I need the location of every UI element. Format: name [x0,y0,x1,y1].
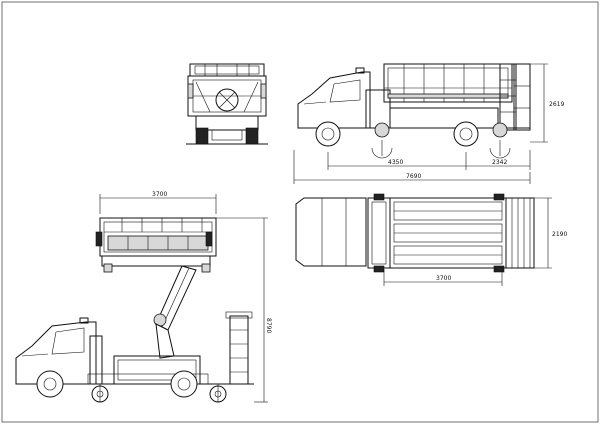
rear-view [186,63,268,145]
dim-plan-width: 2190 [552,231,567,238]
plan-view [295,193,535,273]
raised-side-view [15,217,254,403]
dim-raised-height: 8790 [265,318,272,333]
dim-plan-platform-length: 3700 [436,275,451,282]
plan-view-dimensions: 2190 3700 [383,197,567,286]
side-view-dimensions: 2619 4350 2342 7690 [293,63,564,184]
dim-rear-overhang: 2342 [492,159,507,166]
raised-view-dimensions: 3700 8790 [99,191,272,403]
dim-wheelbase: 4350 [388,159,403,166]
dim-total-length: 7690 [406,173,421,180]
dim-front-height: 2619 [549,101,564,108]
side-view-stowed [297,63,531,159]
dim-platform-width-top: 3700 [152,191,167,198]
